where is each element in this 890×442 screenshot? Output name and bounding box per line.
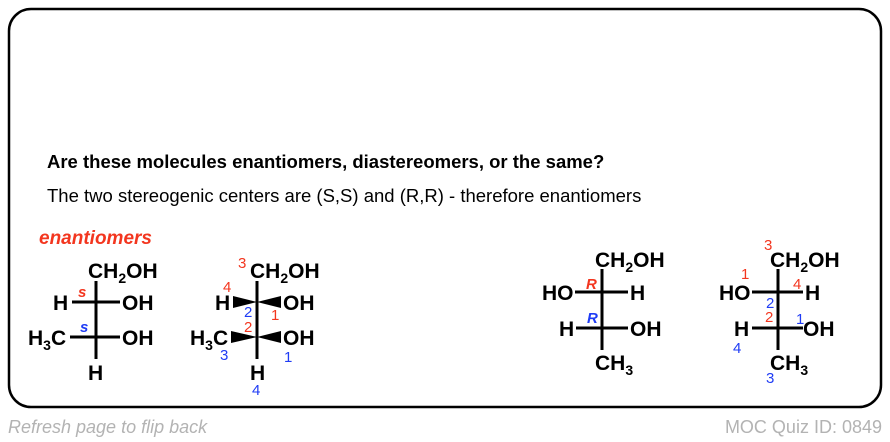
config-label-top: s [78, 284, 86, 301]
h-label: H [250, 362, 265, 385]
priority-number: 4 [793, 276, 801, 293]
priority-number: 1 [284, 349, 292, 366]
config-label-bottom: R [587, 310, 598, 327]
priority-number: 4 [252, 382, 260, 399]
molecule-2-wedge: CH2OH H OH H3C OH H 3 4 1 2 2 3 1 4 [190, 255, 320, 399]
priority-number: 2 [244, 319, 252, 336]
quiz-id: MOC Quiz ID: 0849 [725, 417, 882, 437]
explanation-text: The two stereogenic centers are (S,S) an… [47, 185, 641, 206]
oh-label: OH [803, 318, 835, 341]
oh-label: OH [283, 327, 315, 350]
config-label-bottom: s [80, 319, 88, 336]
h3c-label: H3C [28, 327, 66, 353]
question-text: Are these molecules enantiomers, diaster… [47, 151, 604, 172]
priority-number: 3 [220, 347, 228, 364]
h3c-label: H3C [190, 327, 228, 353]
h-label: H [805, 282, 820, 305]
molecule-4-fischer: CH2OH HO H H OH CH3 3 1 4 2 2 1 4 3 [719, 237, 840, 387]
refresh-hint[interactable]: Refresh page to flip back [8, 417, 208, 437]
h-label: H [53, 292, 68, 315]
answer-label: enantiomers [39, 228, 152, 249]
ch2oh-label: CH2OH [250, 260, 320, 286]
priority-number: 1 [271, 307, 279, 324]
ch2oh-label: CH2OH [595, 249, 665, 275]
priority-number: 2 [244, 304, 252, 321]
priority-number: 3 [238, 255, 246, 272]
priority-number: 1 [796, 311, 804, 328]
ch2oh-label: CH2OH [88, 260, 158, 286]
priority-number: 2 [765, 309, 773, 326]
oh-label: OH [283, 292, 315, 315]
oh-label: OH [122, 327, 154, 350]
ho-label: HO [719, 282, 751, 305]
ch3-label: CH3 [770, 352, 808, 378]
molecule-1-fischer: CH2OH H OH H3C OH H s s [28, 260, 158, 385]
priority-number: 2 [766, 295, 774, 312]
priority-number: 1 [741, 266, 749, 283]
h-label: H [630, 282, 645, 305]
ho-label: HO [542, 282, 574, 305]
ch2oh-label: CH2OH [770, 249, 840, 275]
h-label: H [88, 362, 103, 385]
molecule-3-fischer: CH2OH HO H H OH CH3 R R [542, 249, 665, 378]
priority-number: 4 [223, 279, 231, 296]
priority-number: 3 [766, 370, 774, 387]
oh-label: OH [630, 318, 662, 341]
ch3-label: CH3 [595, 352, 633, 378]
h-label: H [559, 318, 574, 341]
priority-number: 3 [764, 237, 772, 254]
quiz-card [7, 7, 883, 409]
priority-number: 4 [733, 340, 741, 357]
config-label-top: R [586, 276, 597, 293]
h-label: H [734, 318, 749, 341]
h-label: H [215, 292, 230, 315]
oh-label: OH [122, 292, 154, 315]
